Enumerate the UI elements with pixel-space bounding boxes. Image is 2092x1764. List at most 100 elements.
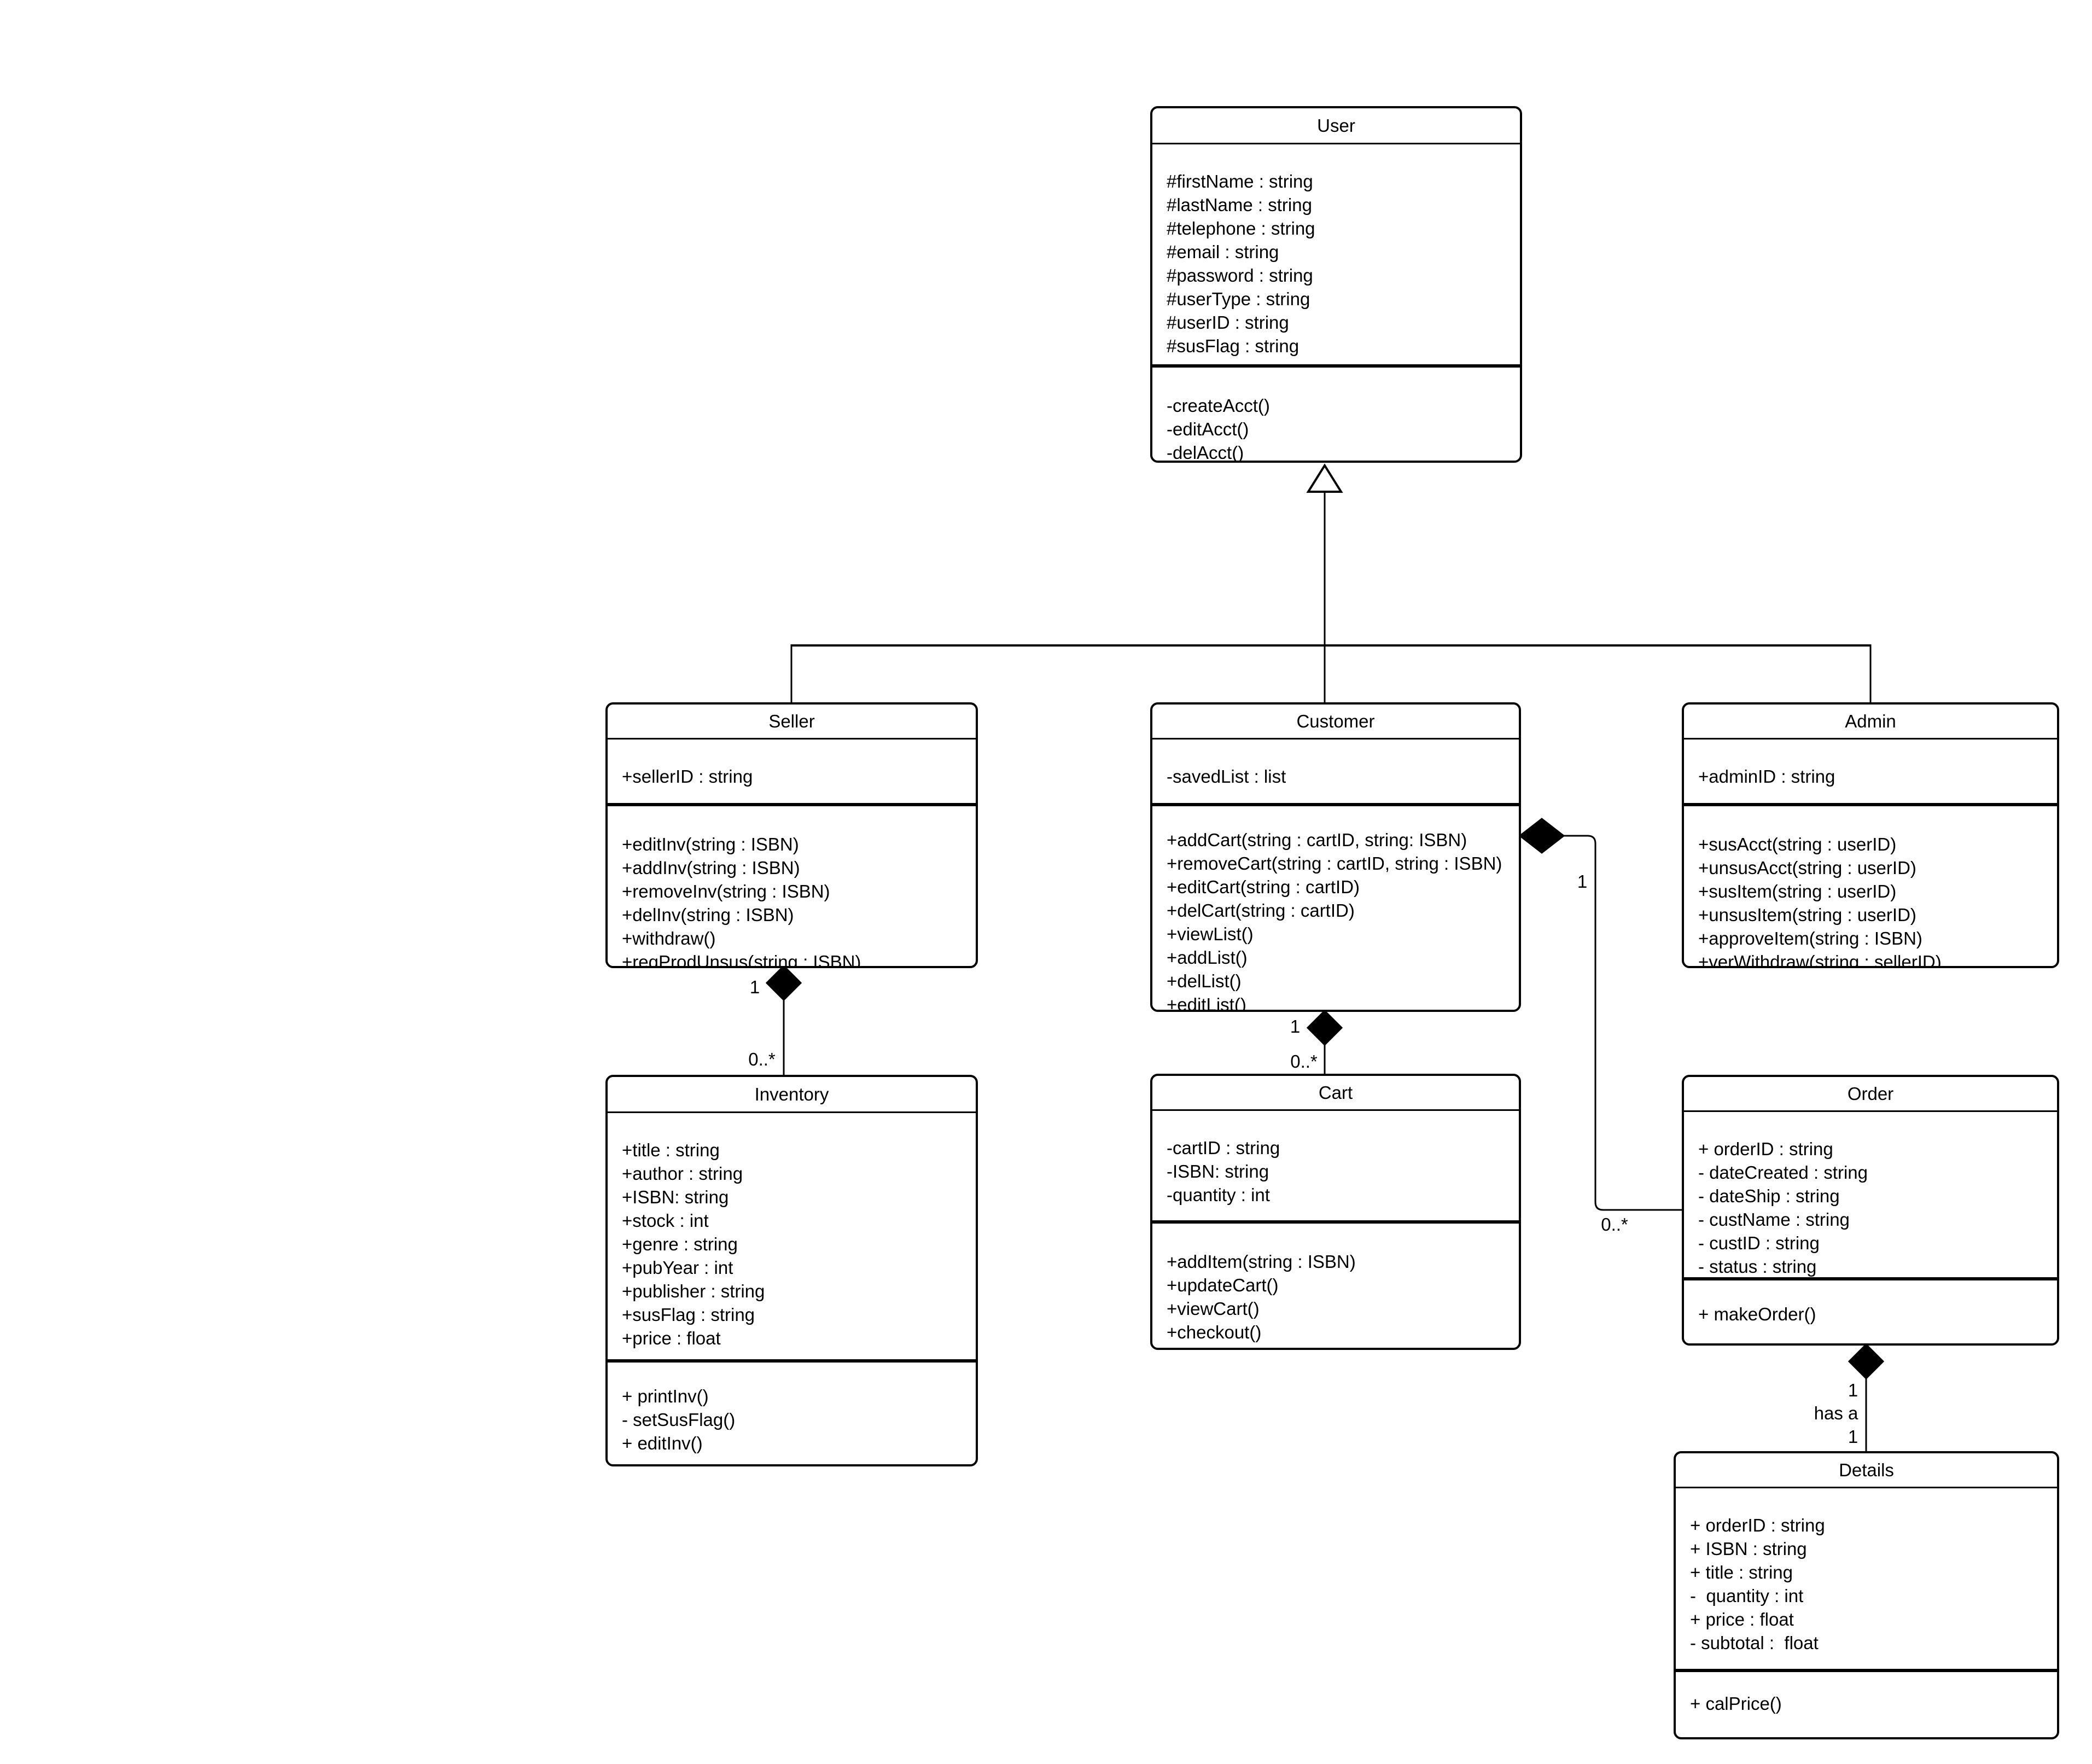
order-class-title: Order <box>1684 1077 2057 1112</box>
mult-seller-inventory-target: 0..* <box>748 1049 776 1069</box>
class-customer[interactable]: Customer -savedList : list +addCart(stri… <box>1150 702 1521 1012</box>
attribute-line: + title : string <box>1690 1562 1793 1582</box>
method-line: +updateCart() <box>1167 1275 1279 1295</box>
attribute-line: +genre : string <box>622 1234 738 1254</box>
method-line: +susAcct(string : userID) <box>1698 834 1897 854</box>
attribute-line: #userID : string <box>1167 312 1289 333</box>
method-line: +viewCart() <box>1167 1299 1260 1319</box>
user-methods-section: -createAcct()-editAcct()-delAcct() <box>1152 364 1520 461</box>
cart-methods-section: +addItem(string : ISBN) +updateCart() +vie… <box>1152 1220 1519 1348</box>
method-line: +removeCart(string : cartID, string : IS… <box>1167 853 1502 874</box>
method-line: + editInv() <box>622 1433 703 1453</box>
method-line: +addItem(string : ISBN) <box>1167 1251 1356 1272</box>
inventory-attributes-section: +title : string+author : string+ISBN: st… <box>608 1113 976 1359</box>
method-line: +editInv(string : ISBN) <box>622 834 799 854</box>
method-line: +approveItem(string : ISBN) <box>1698 928 1922 948</box>
customer-methods-section: +addCart(string : cartID, string: ISBN) +… <box>1152 803 1519 1012</box>
class-order[interactable]: Order + orderID : string - dateCreated : … <box>1682 1075 2059 1346</box>
method-line: -editAcct() <box>1167 419 1249 439</box>
class-cart[interactable]: Cart -cartID : string -ISBN: string -quant… <box>1150 1074 1521 1350</box>
mult-customer-order-source: 1 <box>1577 871 1588 892</box>
composition-order-details <box>1848 1343 1885 1452</box>
user-attributes-section: #firstName : string#lastName : string#te… <box>1152 144 1520 364</box>
attribute-line: +susFlag : string <box>622 1305 755 1325</box>
method-line: + makeOrder() <box>1698 1304 1816 1324</box>
attribute-line: - status : string <box>1698 1256 1817 1277</box>
method-line: +checkout() <box>1167 1322 1262 1342</box>
customer-class-title: Customer <box>1152 705 1519 740</box>
method-line: +addCart(string : cartID, string: ISBN) <box>1167 830 1467 850</box>
attribute-line: -savedList : list <box>1167 766 1286 787</box>
method-line: +editList() <box>1167 994 1246 1012</box>
method-line: +viewList() <box>1167 924 1254 944</box>
attribute-line: #lastName : string <box>1167 195 1312 215</box>
method-line: +susItem(string : userID) <box>1698 881 1897 901</box>
class-seller[interactable]: Seller +sellerID : string +editInv(strin… <box>605 702 978 968</box>
method-line: + calPrice() <box>1690 1693 1782 1714</box>
composition-customer-cart <box>1306 1009 1343 1075</box>
method-line: +verWithdraw(string : sellerID) <box>1698 952 1942 968</box>
composition-line <box>1564 835 1683 1211</box>
attribute-line: +sellerID : string <box>622 766 753 787</box>
method-line: + printInv() <box>622 1386 709 1406</box>
attribute-line: - quantity : int <box>1690 1586 1804 1606</box>
seller-attributes-section: +sellerID : string <box>608 740 976 803</box>
attribute-line: -ISBN: string <box>1167 1161 1269 1181</box>
method-line: +unsusItem(string : userID) <box>1698 905 1916 925</box>
mult-order-details-source: 1 <box>1848 1380 1858 1400</box>
details-class-title: Details <box>1676 1453 2057 1488</box>
customer-attributes-section: -savedList : list <box>1152 740 1519 803</box>
attribute-line: - dateCreated : string <box>1698 1162 1868 1183</box>
attribute-line: + ISBN : string <box>1690 1539 1807 1559</box>
class-inventory[interactable]: Inventory +title : string +author : strin… <box>605 1075 978 1466</box>
method-line: - setSusFlag() <box>622 1410 736 1430</box>
class-user[interactable]: User #firstName : string #lastName : stri… <box>1150 106 1522 463</box>
method-line: +addInv(string : ISBN) <box>622 858 800 878</box>
mult-seller-inventory-source: 1 <box>749 977 760 997</box>
method-line: +unsusAcct(string : userID) <box>1698 858 1916 878</box>
attribute-line: + price : float <box>1690 1609 1794 1629</box>
attribute-line: #email : string <box>1167 242 1279 262</box>
mult-order-details-target: 1 <box>1848 1427 1858 1447</box>
attribute-line: - custID : string <box>1698 1233 1820 1253</box>
seller-class-title: Seller <box>608 705 976 740</box>
details-attributes-section: + orderID : string + ISBN : string + title… <box>1676 1488 2057 1669</box>
method-line: +delInv(string : ISBN) <box>622 905 794 925</box>
mult-customer-cart-target: 0..* <box>1290 1051 1318 1072</box>
attribute-line: + orderID : string <box>1690 1515 1825 1535</box>
attribute-line: #susFlag : string <box>1167 336 1300 356</box>
method-line: +delList() <box>1167 971 1242 991</box>
attribute-line: - dateShip : string <box>1698 1186 1840 1206</box>
generalization-user <box>790 463 1872 703</box>
label-order-details-has-a: has a <box>1814 1403 1858 1423</box>
attribute-line: - custName : string <box>1698 1209 1850 1230</box>
attribute-line: #password : string <box>1167 265 1313 286</box>
method-line: +addList() <box>1167 947 1248 968</box>
composition-customer-order <box>1518 818 1683 1211</box>
composition-seller-inventory <box>765 964 802 1076</box>
attribute-line: +title : string <box>622 1140 720 1160</box>
admin-class-title: Admin <box>1684 705 2057 740</box>
class-details[interactable]: Details + orderID : string + ISBN : strin… <box>1674 1451 2059 1739</box>
method-line: +withdraw() <box>622 928 716 948</box>
attribute-line: +price : float <box>622 1328 721 1348</box>
inventory-class-title: Inventory <box>608 1077 976 1113</box>
attribute-line: #firstName : string <box>1167 171 1313 191</box>
attribute-line: + orderID : string <box>1698 1139 1833 1159</box>
attribute-line: -quantity : int <box>1167 1185 1270 1205</box>
order-attributes-section: + orderID : string - dateCreated : string… <box>1684 1112 2057 1277</box>
attribute-line: -cartID : string <box>1167 1138 1280 1158</box>
mult-customer-cart-source: 1 <box>1290 1016 1301 1037</box>
order-methods-section: + makeOrder() <box>1684 1277 2057 1343</box>
class-admin[interactable]: Admin +adminID : string +susAcct(string … <box>1682 702 2059 968</box>
composition-diamond-icon <box>765 964 802 1002</box>
user-class-title: User <box>1152 108 1520 144</box>
attribute-line: +adminID : string <box>1698 766 1835 787</box>
cart-class-title: Cart <box>1152 1076 1519 1111</box>
method-line: +editCart(string : cartID) <box>1167 877 1360 897</box>
attribute-line: +author : string <box>622 1163 743 1184</box>
method-line: +removeInv(string : ISBN) <box>622 881 830 901</box>
cart-attributes-section: -cartID : string -ISBN: string -quantity :… <box>1152 1111 1519 1220</box>
method-line: +reqProdUnsus(string : ISBN) <box>622 952 861 968</box>
